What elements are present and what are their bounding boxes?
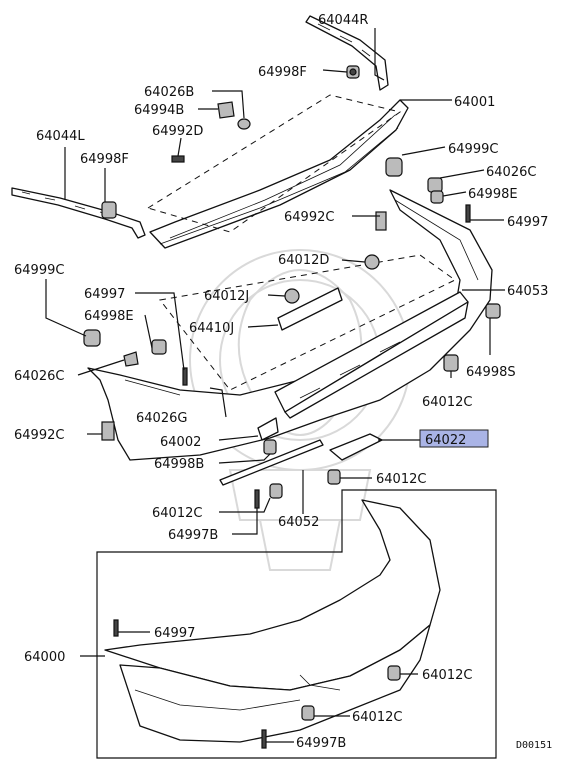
label-64002: 64002 [160,435,201,450]
beam-64053 [274,291,469,419]
diagram-code: D00151 [516,740,552,751]
bumper-cover-64000 [104,499,441,743]
strip-64044L [11,187,146,239]
label-64997-right: 64997 [507,215,548,230]
label-64992C-left: 64992C [14,428,64,443]
label-64026C-right: 64026C [486,165,536,180]
label-64012D: 64012D [278,253,329,268]
nut-64026B [237,118,251,130]
label-64997B-box: 64997B [296,736,346,751]
label-64012C-low: 64012C [152,506,202,521]
fastener-64998E-right [430,190,444,204]
label-64053: 64053 [507,284,548,299]
label-64999C-left: 64999C [14,263,64,278]
projection-dashes-top [146,94,402,233]
fastener-64998E-left [151,339,167,355]
pin-64997-left [182,367,188,386]
label-64026C-left: 64026C [14,369,64,384]
plate-64410J [277,287,343,331]
bracket-64002 [257,417,279,441]
fastener-64992C-left [101,421,115,441]
strip-64052 [219,439,324,486]
label-64012C-box1: 64012C [422,668,472,683]
pin-64997-box [113,619,119,637]
label-64998E-left: 64998E [84,309,134,324]
clip-64998F-left [101,201,117,219]
fastener-64012J [284,288,300,304]
clip-64994B [217,101,235,119]
label-64997-box: 64997 [154,626,195,641]
bracket-64022 [329,433,383,461]
label-64022: 64022 [425,433,466,448]
fastener-64026C-right [427,177,443,193]
fastener-64012C-box2 [301,705,315,721]
label-64994B: 64994B [134,103,184,118]
label-64044R: 64044R [318,13,368,28]
projection-dashes-middle [159,254,456,391]
fastener-64012C-mid [327,469,341,485]
label-64998B: 64998B [154,457,204,472]
label-64012C-box2: 64012C [352,710,402,725]
label-64026G: 64026G [136,411,187,426]
fastener-64012C-low [269,483,283,499]
label-64012C-mid: 64012C [376,472,426,487]
label-64998F-top: 64998F [258,65,307,80]
label-64026B: 64026B [144,85,194,100]
fastener-64998S [485,303,501,319]
fastener-64012C-box1 [387,665,401,681]
pin-64992D [171,155,185,163]
label-64999C-right: 64999C [448,142,498,157]
label-64012C-right: 64012C [422,395,472,410]
clip-64998F-top [346,65,360,79]
inset-frame [96,489,497,759]
reinforcement-64001 [149,99,409,249]
fastener-64992C-mid [375,211,387,231]
label-64992D: 64992D [152,124,203,139]
strip-64044R [305,15,389,91]
pin-64997B-top [254,489,260,509]
pin-64997B-box [261,729,267,749]
leader-lines [45,28,505,743]
label-64001: 64001 [454,95,495,110]
fastener-64012C-right [443,354,459,372]
label-64998S: 64998S [466,365,516,380]
fastener-64999C-right [385,157,403,177]
nut-64026C-left [123,351,139,367]
fastener-64012D [364,254,380,270]
fastener-64998B [263,439,277,455]
label-64998E-right: 64998E [468,187,518,202]
part-labels: 64044R 64998F 64026B 64001 64994B 64044L… [14,13,552,751]
label-64044L: 64044L [36,129,85,144]
label-64012J: 64012J [204,289,249,304]
pin-64997-right [465,204,471,223]
label-64998F-left: 64998F [80,152,129,167]
label-64410J: 64410J [189,321,234,336]
fastener-64999C-left [83,329,101,347]
label-64052: 64052 [278,515,319,530]
highlight-box-64022 [419,429,489,448]
label-64992C-mid: 64992C [284,210,334,225]
label-64997B-top: 64997B [168,528,218,543]
label-64997-left: 64997 [84,287,125,302]
label-64000: 64000 [24,650,65,665]
